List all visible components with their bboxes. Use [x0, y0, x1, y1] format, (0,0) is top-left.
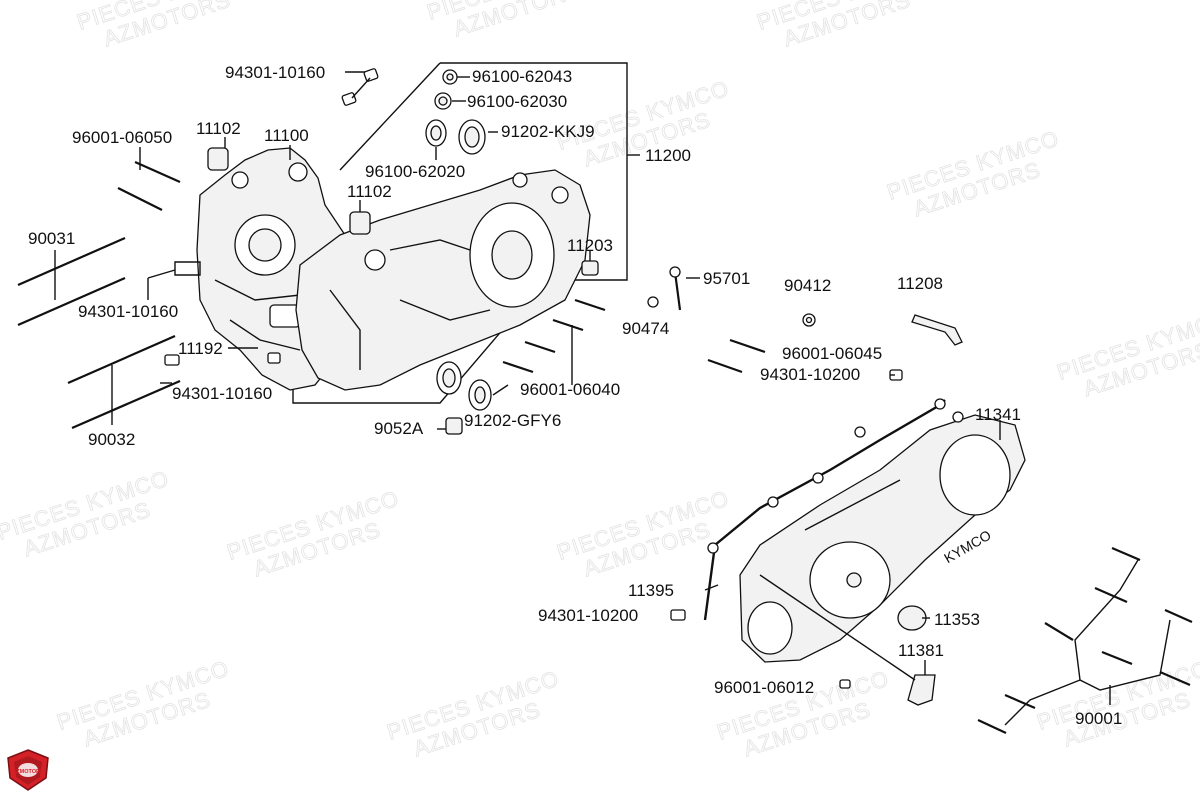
small-parts-upper [164, 68, 599, 366]
seals-lower [436, 361, 492, 435]
part-label: 90412 [784, 276, 831, 295]
part-label: 96100-62043 [472, 67, 572, 86]
part-label: 11381 [898, 641, 944, 660]
part-label: 11102 [196, 119, 241, 138]
bolts-90001 [977, 546, 1193, 734]
part-label: 96100-62020 [365, 162, 465, 181]
part-label: 11353 [934, 610, 980, 629]
bolts-96001-06045 [707, 338, 903, 381]
part-label: 96001-06045 [782, 344, 882, 363]
part-label: 90474 [622, 319, 669, 338]
gasket-11395 [703, 398, 946, 621]
leader-lines [147, 71, 1001, 619]
bolt-95701-washer-90474 [647, 266, 700, 311]
part-label: 11203 [567, 236, 613, 255]
part-label: 11192 [178, 339, 223, 358]
part-label: 11208 [897, 274, 943, 293]
part-label: 9052A [374, 419, 424, 438]
clutch-cover-part: KYMCO [739, 411, 1026, 663]
bolts-96001-06040 [502, 298, 606, 385]
part-label: 11395 [628, 581, 674, 600]
part-label: 94301-10200 [760, 365, 860, 384]
azmotors-logo: AZMOTORS [7, 749, 49, 791]
part-label: 90032 [88, 430, 135, 449]
part-label: 94301-10160 [225, 63, 325, 82]
part-labels: 94301-10160 96100-62043 96100-62030 9120… [28, 63, 1122, 728]
right-crankcase-part [295, 169, 591, 391]
part-label: 11341 [975, 405, 1021, 424]
part-label: 91202-KKJ9 [501, 122, 595, 141]
cap-11353 [897, 605, 927, 631]
part-label: 91202-GFY6 [464, 411, 561, 430]
long-bolts-90031 [17, 236, 126, 327]
dowel-94301-10200-b [670, 609, 686, 621]
part-label: 94301-10160 [78, 302, 178, 321]
bracket-11208 [911, 314, 963, 346]
part-label: 96100-62030 [467, 92, 567, 111]
washer-90412 [802, 313, 816, 327]
part-label: 94301-10200 [538, 606, 638, 625]
logo-text: AZMOTORS [12, 769, 44, 775]
bolts-96001-06050 [117, 147, 181, 211]
part-label: 95701 [703, 269, 750, 288]
part-label: 11200 [645, 146, 691, 165]
part-label: 90001 [1075, 709, 1122, 728]
long-bolts-90032 [67, 334, 181, 430]
part-label: 96001-06040 [520, 380, 620, 399]
part-label: 96001-06050 [72, 128, 172, 147]
part-label: 96001-06012 [714, 678, 814, 697]
part-label: 90031 [28, 229, 75, 248]
part-label: 94301-10160 [172, 384, 272, 403]
part-11381 [759, 574, 936, 706]
part-label: 11102 [347, 182, 392, 201]
part-label: 11100 [264, 126, 309, 145]
